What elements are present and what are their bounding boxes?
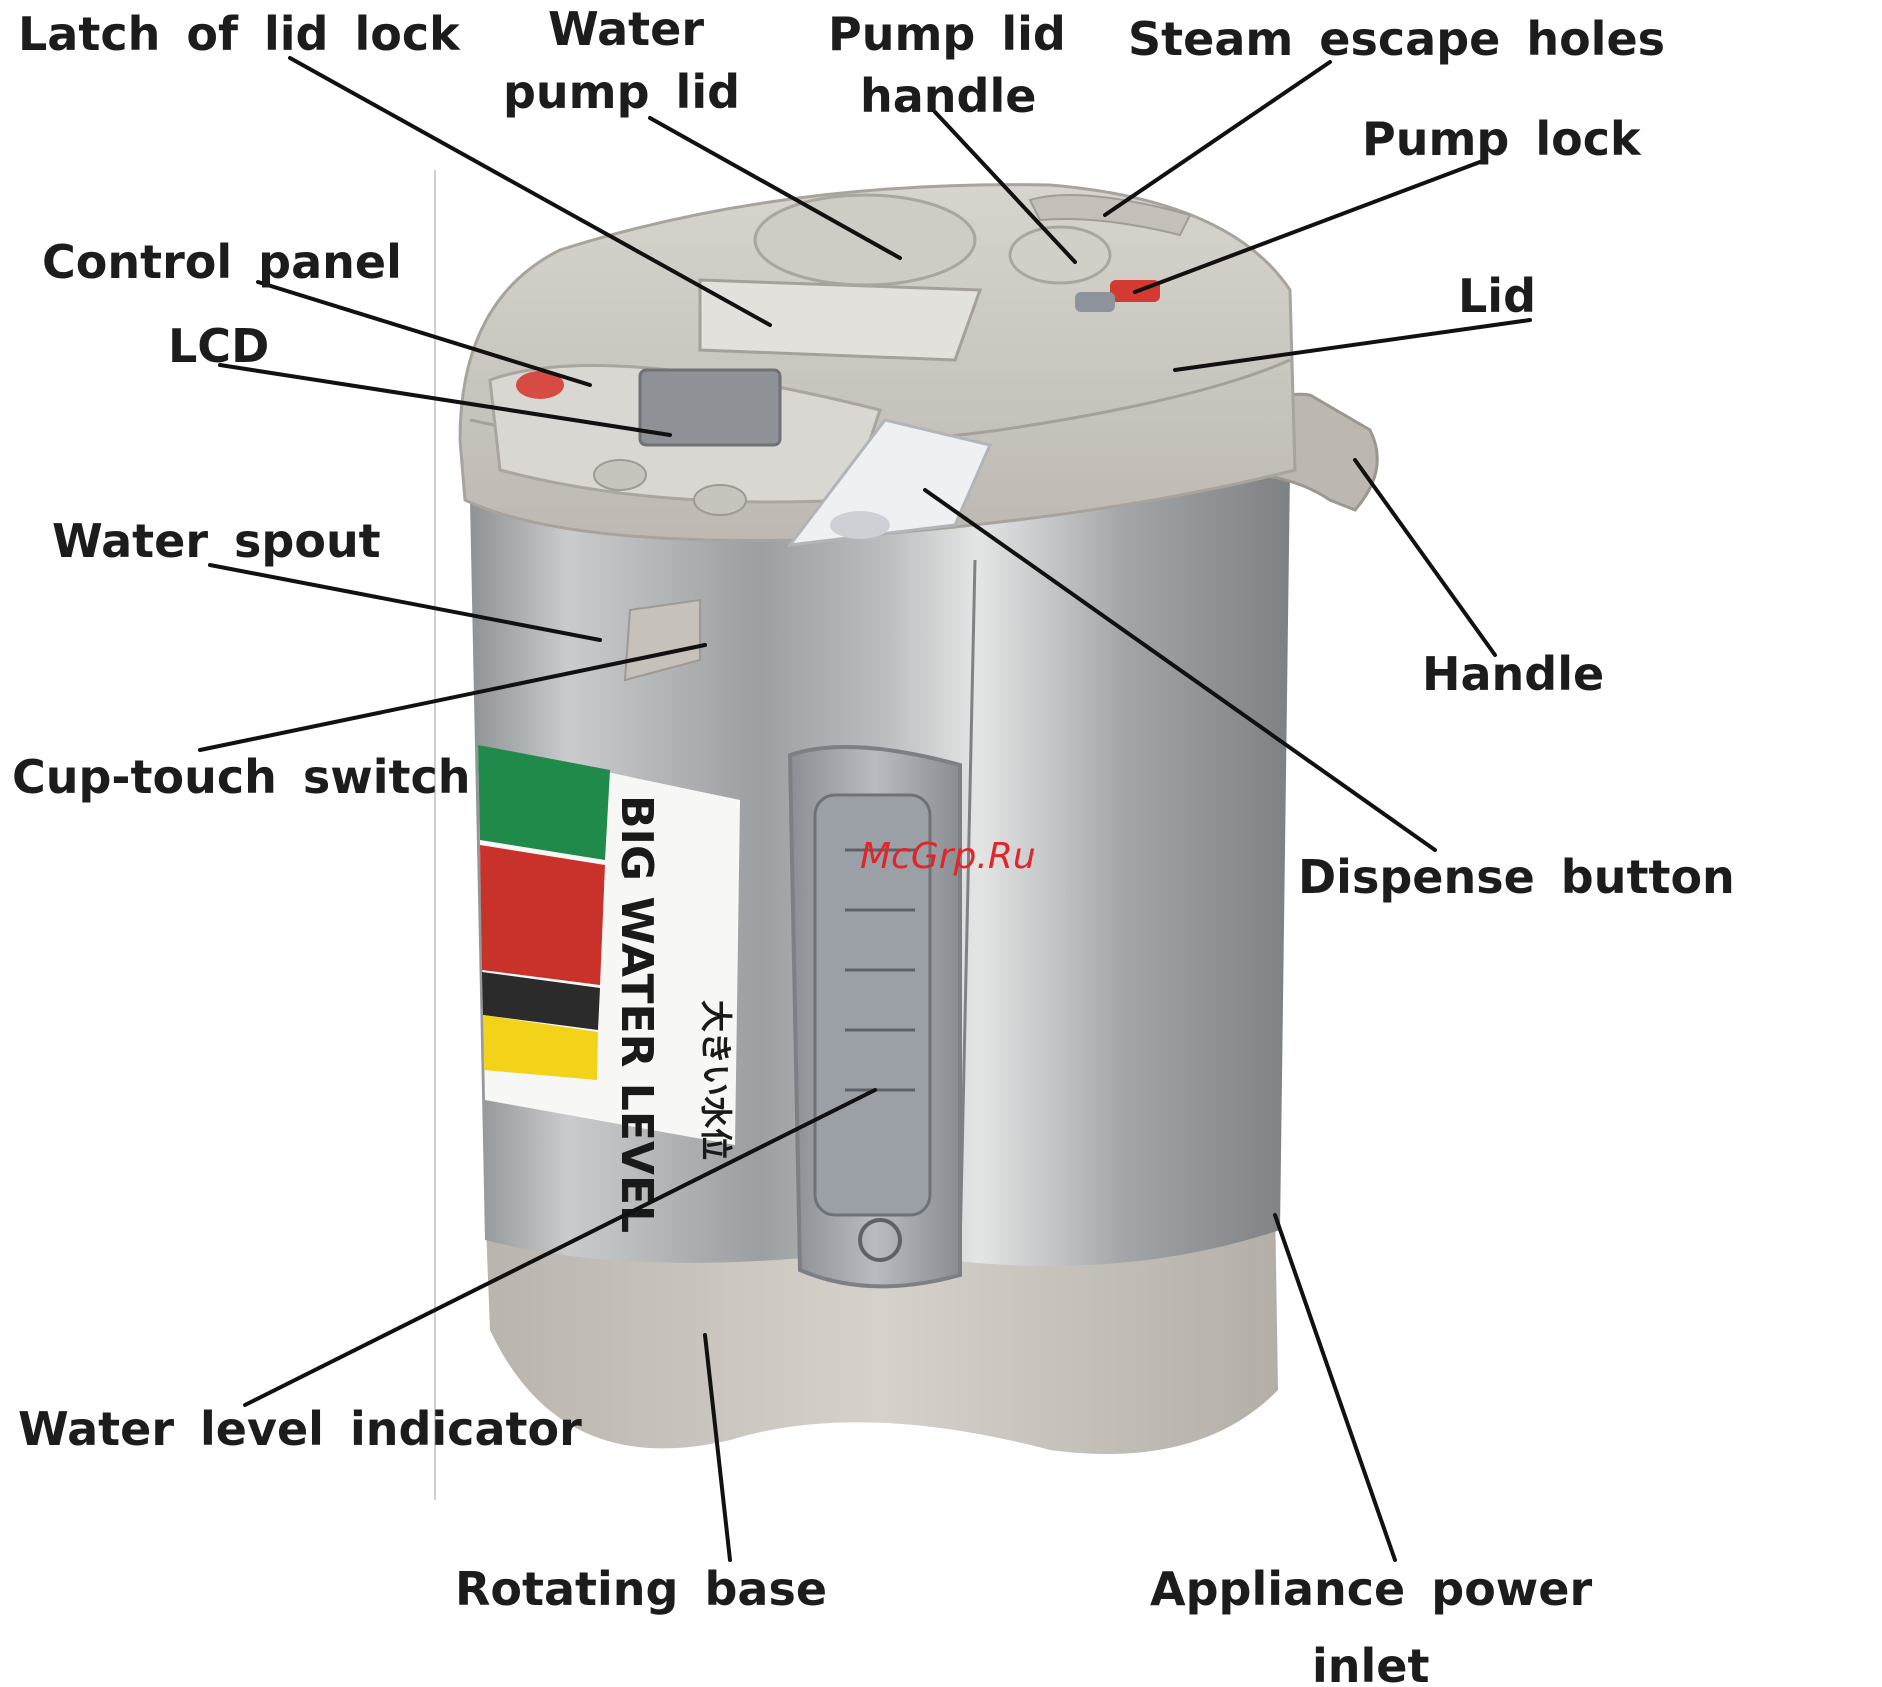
label-water-pump-lid-line1: Water [548, 2, 704, 56]
sticker-big-water-level: BIG WATER LEVEL [611, 795, 662, 1233]
latch-block [700, 280, 980, 360]
leader-steam [1105, 62, 1330, 215]
sticker-red [480, 845, 605, 985]
label-latch-of-lid-lock: Latch of lid lock [18, 7, 461, 61]
label-steam-escape-holes: Steam escape holes [1128, 12, 1665, 66]
sticker-japanese: 大きい水位 [697, 1000, 735, 1160]
watermark: McGrp.Ru [860, 836, 1036, 877]
panel-button-1 [594, 460, 646, 490]
label-lid: Lid [1458, 269, 1536, 323]
pump-handle-disc [1010, 227, 1110, 283]
label-pump-lid-handle-line2: handle [860, 69, 1036, 123]
label-water-spout: Water spout [52, 514, 381, 568]
label-pump-lid-handle-line1: Pump lid [828, 7, 1066, 61]
leader-power-inlet [1275, 1215, 1395, 1560]
pump-lock-grey [1075, 292, 1115, 312]
label-water-level-indicator: Water level indicator [18, 1402, 582, 1456]
panel-button-2 [694, 485, 746, 515]
label-dispense-button: Dispense button [1298, 850, 1735, 904]
label-control-panel: Control panel [42, 235, 402, 289]
label-cup-touch-switch: Cup-touch switch [12, 750, 471, 804]
label-handle: Handle [1422, 647, 1604, 701]
appliance-illustration: BIG WATER LEVEL 大きい水位 [460, 185, 1377, 1454]
label-appliance-power-line2: inlet [1312, 1639, 1429, 1687]
label-appliance-power-line1: Appliance power [1150, 1562, 1592, 1616]
dispense-button-knob [830, 511, 890, 539]
leader-handle [1355, 460, 1495, 655]
label-pump-lock: Pump lock [1362, 112, 1642, 166]
label-water-pump-lid-line2: pump lid [503, 65, 740, 119]
label-rotating-base: Rotating base [455, 1562, 827, 1616]
label-lcd: LCD [168, 319, 269, 373]
